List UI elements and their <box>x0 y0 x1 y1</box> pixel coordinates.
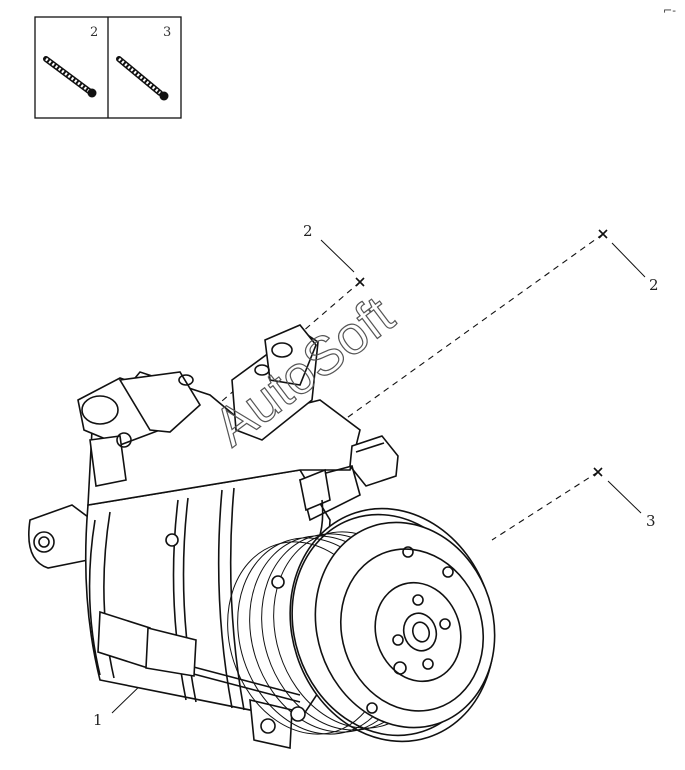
callout-1: 1 <box>93 711 103 729</box>
callout-2-upper-left: 2 <box>303 222 313 240</box>
bolt-2-icon <box>43 56 97 98</box>
bolt-end-marks <box>355 229 608 477</box>
callout-2-upper-right: 2 <box>649 276 659 294</box>
key-number-3: 3 <box>163 25 171 40</box>
bolt-3-icon <box>116 56 169 101</box>
corner-mark: ⌐- <box>663 4 676 17</box>
key-number-2: 2 <box>90 25 98 40</box>
fastener-key-box: 2 3 <box>34 16 182 119</box>
bolt-axis-lines <box>199 233 604 541</box>
ac-compressor-illustration <box>28 324 496 749</box>
callout-3: 3 <box>646 512 656 530</box>
